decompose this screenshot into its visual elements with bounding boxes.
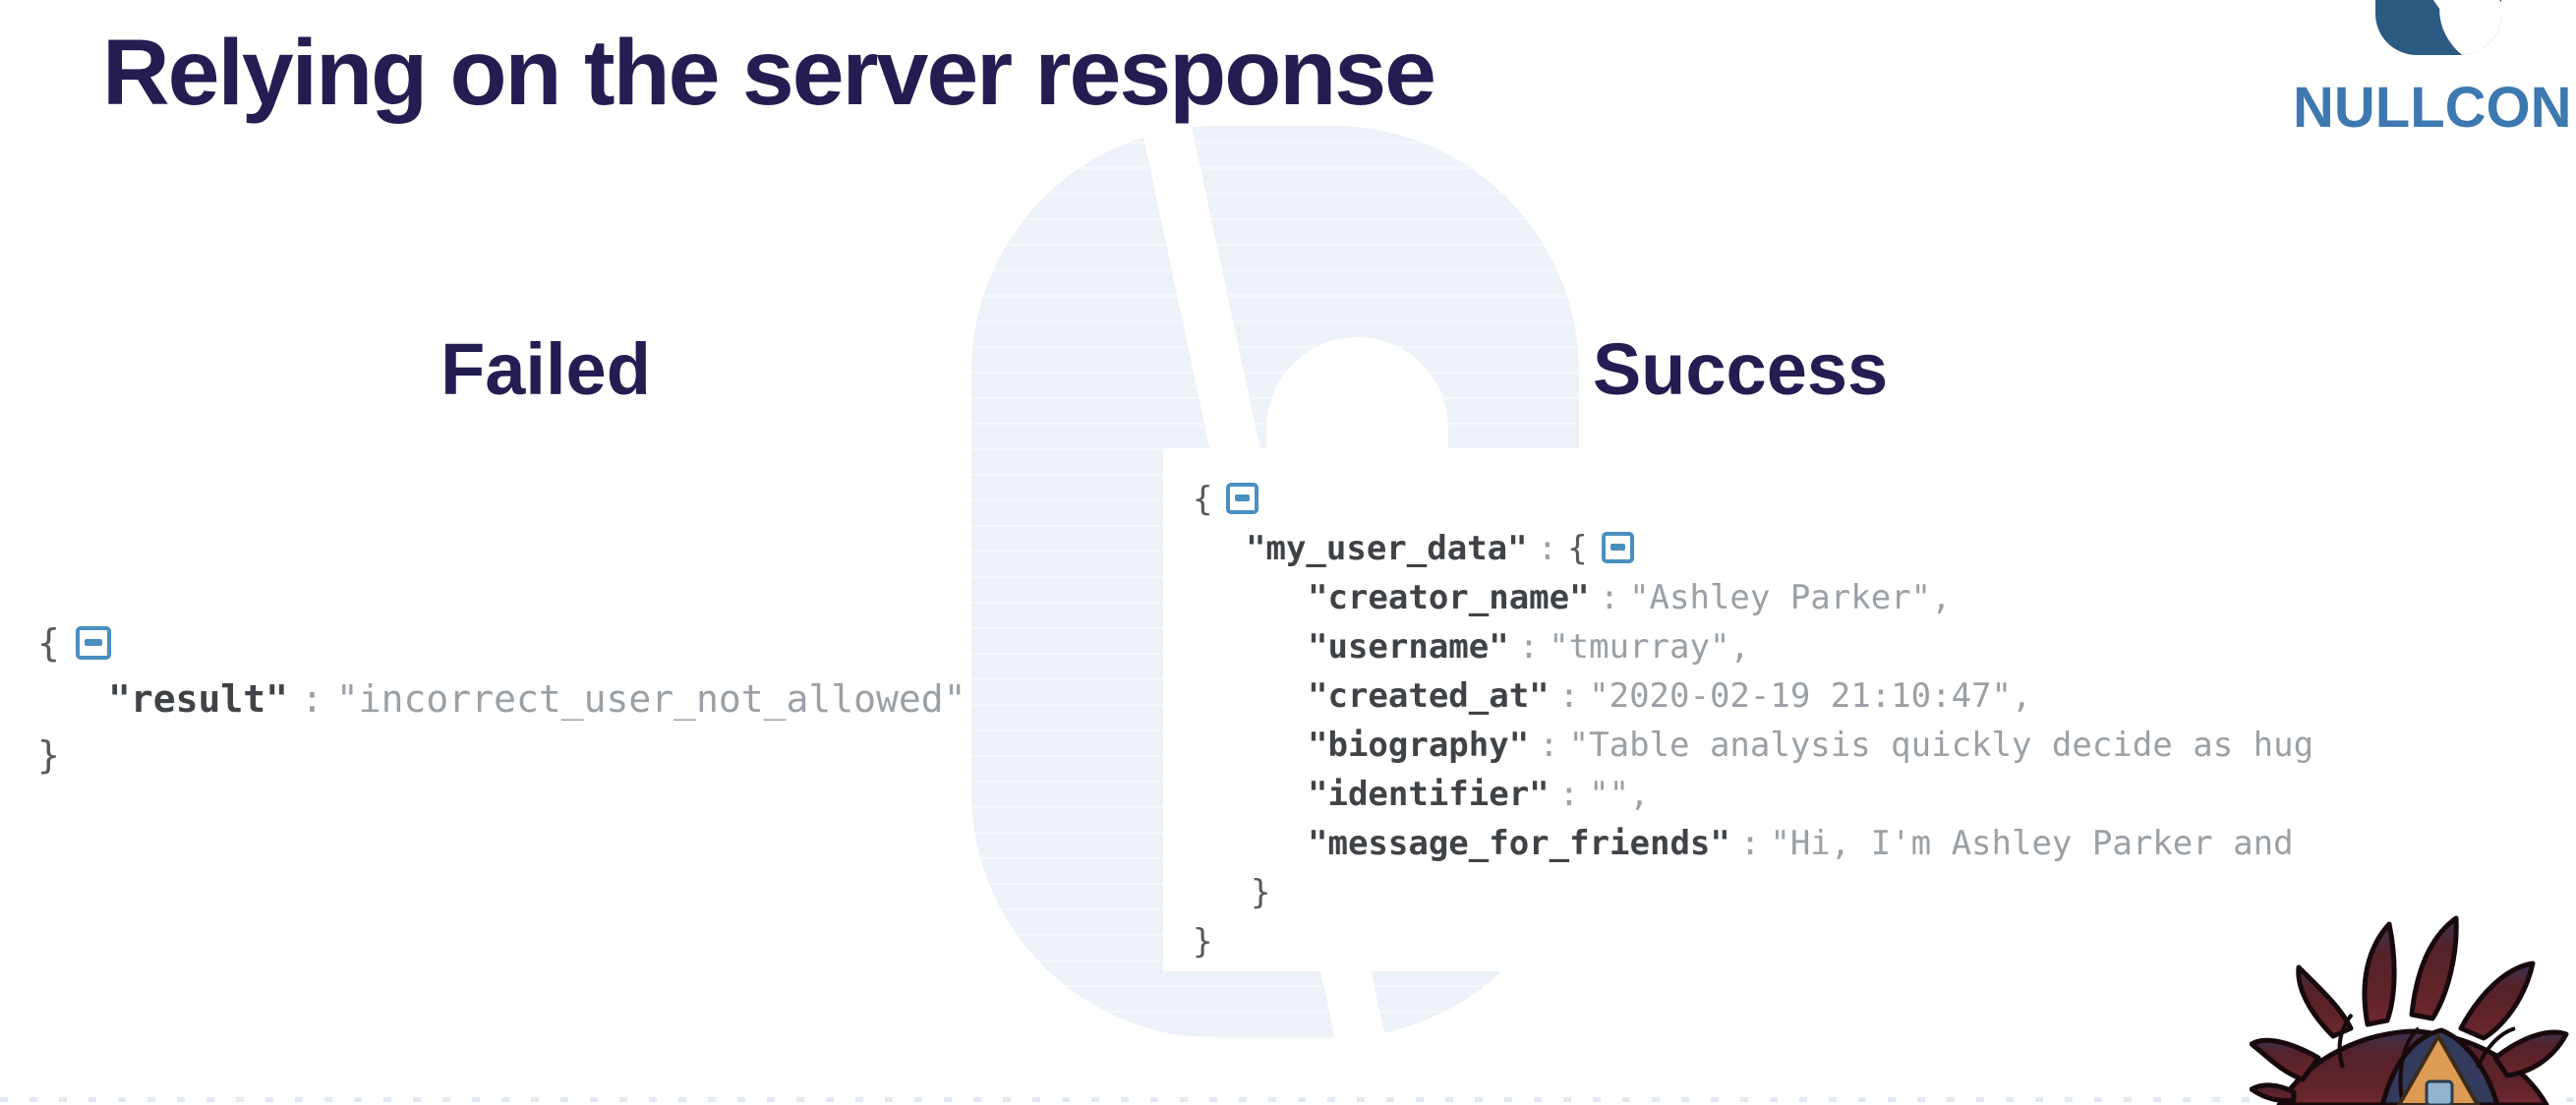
json-value: "tmurray", [1549,627,1750,667]
success-json-panel: { "my_user_data":{ "creator_name":"Ashle… [1163,448,2576,971]
json-brace: } [1193,922,1213,961]
json-key: "message_for_friends" [1308,824,1730,863]
json-colon: : [1599,578,1620,617]
json-value: "2020-02-19 21:10:47", [1589,676,2032,716]
json-value: "", [1589,775,1650,814]
json-line: "created_at":"2020-02-19 21:10:47", [1193,671,2313,721]
character-avatar [2250,915,2569,1105]
minus-icon [84,639,102,646]
json-brace: } [1251,873,1271,912]
json-line: { [37,615,966,671]
json-key: "identifier" [1308,775,1550,814]
success-heading: Success [1592,328,1889,410]
json-key: "result" [108,677,289,721]
json-line: "creator_name":"Ashley Parker", [1193,573,2313,622]
json-line: "message_for_friends":"Hi, I'm Ashley Pa… [1193,819,2313,868]
halftone-dots-row [0,1097,2576,1102]
minus-icon [1235,494,1251,501]
failed-heading: Failed [440,328,651,410]
json-line: "biography":"Table analysis quickly deci… [1193,721,2313,770]
json-line: "identifier":"", [1193,770,2313,819]
json-value: "Table analysis quickly decide as hug [1568,726,2314,765]
json-value: "Hi, I'm Ashley Parker and [1770,824,2294,863]
json-brace: } [37,733,60,777]
nullcon-logo-text: NULLCON [2293,76,2572,140]
json-line: "my_user_data":{ [1193,524,2313,573]
json-colon: : [1539,726,1559,765]
json-colon: : [1558,676,1580,716]
slide-title: Relying on the server response [102,21,1436,125]
json-line: { [1193,475,2313,524]
minus-icon [1610,544,1625,551]
json-key: "creator_name" [1308,578,1590,617]
json-brace: { [1193,480,1213,519]
json-line: "username":"tmurray", [1193,622,2313,671]
json-colon: : [1739,824,1761,863]
json-colon: : [1558,775,1580,814]
collapse-toggle-root-icon[interactable] [1226,483,1259,514]
failed-json-viewer: { "result":"incorrect_user_not_allowed" … [37,615,966,784]
json-line: } [1193,868,2313,917]
json-line: "result": "incorrect_user_not_allowed" [37,671,966,727]
json-brace: { [37,621,60,665]
json-line: } [1193,917,2313,966]
json-colon: : [1537,529,1558,568]
json-value: "Ashley Parker", [1629,578,1952,617]
json-value: "incorrect_user_not_allowed" [335,677,966,721]
json-key: "created_at" [1308,676,1550,716]
collapse-toggle-icon[interactable] [75,626,111,660]
collapse-toggle-inner-icon[interactable] [1601,532,1634,563]
json-line: } [37,727,966,784]
json-key: "username" [1308,627,1509,667]
nullcon-logo-icon [2375,0,2501,55]
json-colon: : [1518,627,1540,667]
json-key: "biography" [1308,726,1530,765]
success-json-viewer: { "my_user_data":{ "creator_name":"Ashle… [1193,475,2313,966]
json-colon: : [301,677,323,721]
json-brace: { [1567,529,1588,568]
json-key: "my_user_data" [1246,529,1528,568]
